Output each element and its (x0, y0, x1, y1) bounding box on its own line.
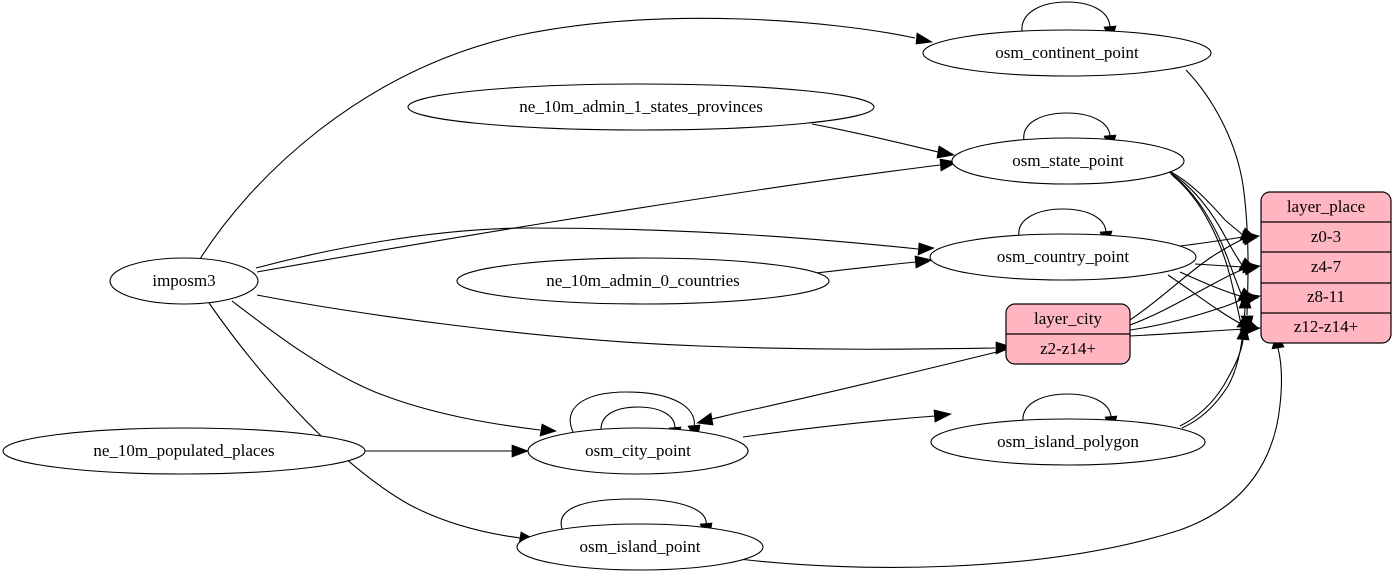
self-loop-osm-country-point (1018, 208, 1107, 238)
node-shape-ellipse[interactable] (2, 427, 366, 475)
edge-layer-city-to-layer-place-z0 (1129, 238, 1244, 321)
node-shape-ellipse[interactable] (922, 29, 1212, 77)
node-imposm3[interactable]: imposm3 (109, 257, 259, 305)
self-loop-osm-city-point-inner (600, 406, 676, 432)
layer-place-row-z8-11[interactable]: z8-11 (1307, 287, 1345, 306)
self-loop-osm-island-point (560, 498, 707, 530)
node-label: osm_city_point (585, 441, 691, 460)
layer-place-title: layer_place (1287, 197, 1365, 216)
record-node-layer: layer_city z2-z14+ layer_place z0-3 z4-7… (1005, 191, 1392, 365)
node-osm-continent-point[interactable]: osm_continent_point (922, 29, 1212, 77)
arrowhead (511, 444, 529, 458)
edge-osm-island-point-to-layer-place-z12 (738, 347, 1283, 568)
arrowhead (696, 412, 714, 426)
node-ne-10m-populated-places[interactable]: ne_10m_populated_places (2, 427, 366, 475)
edge-osm-island-polygon-to-layer-place-z8 (1181, 307, 1246, 429)
edge-ne-countries-to-osm-country-point (815, 261, 917, 274)
node-layer-city[interactable]: layer_city z2-z14+ (1005, 303, 1131, 365)
arrowhead (1242, 262, 1261, 276)
node-osm-country-point[interactable]: osm_country_point (929, 233, 1197, 281)
edge-ne-states-to-osm-state-point (811, 123, 939, 153)
self-loop-osm-state-point (1023, 112, 1111, 142)
node-shape-ellipse[interactable] (109, 257, 259, 305)
node-osm-city-point[interactable]: osm_city_point (527, 427, 749, 475)
arrowhead (1236, 323, 1250, 341)
layer-place-row-z4-7[interactable]: z4-7 (1311, 257, 1342, 276)
edge-osm-country-point-to-layer-place-z0 (1179, 236, 1244, 247)
layer-city-title: layer_city (1034, 309, 1102, 328)
node-osm-island-point[interactable]: osm_island_point (516, 523, 764, 571)
edge-osm-continent-point-to-layer-place-z12 (1185, 69, 1249, 316)
node-layer: imposm3 ne_10m_populated_places ne_10m_a… (2, 29, 1212, 571)
edge-imposm3-to-osm-state-point (256, 164, 941, 273)
edge-osm-state-point-to-layer-place-z12 (1172, 175, 1242, 325)
node-label: osm_island_polygon (997, 432, 1139, 451)
arrowhead (1238, 291, 1252, 309)
node-osm-state-point[interactable]: osm_state_point (951, 137, 1185, 185)
edge-osm-state-point-to-layer-place-z8 (1170, 173, 1243, 297)
node-shape-ellipse[interactable] (930, 418, 1206, 466)
node-label: osm_continent_point (995, 43, 1139, 62)
edge-osm-city-point-to-osm-island-polygon (742, 415, 936, 438)
edge-layer (199, 1, 1285, 568)
edge-osm-country-point-to-layer-place-z12 (1167, 274, 1244, 326)
node-label: imposm3 (152, 271, 215, 290)
arrowhead (917, 242, 935, 256)
layer-place-box[interactable] (1260, 191, 1392, 344)
arrowhead (914, 255, 934, 269)
edge-layer-city-to-layer-place-z12 (1129, 328, 1245, 337)
arrowhead (933, 409, 953, 423)
edge-osm-island-polygon-to-layer-place-z12 (1179, 339, 1244, 427)
edge-layer-city-to-layer-place-z4 (1129, 268, 1245, 326)
edge-layer-city-to-layer-place-z8 (1129, 298, 1245, 331)
edge-imposm3-to-osm-city-point (231, 300, 541, 431)
edge-imposm3-to-osm-island-point (208, 302, 521, 539)
self-loop-osm-island-polygon (1022, 393, 1112, 423)
layer-place-row-z0-3[interactable]: z0-3 (1311, 227, 1341, 246)
node-shape-ellipse[interactable] (951, 137, 1185, 185)
node-shape-ellipse[interactable] (407, 83, 875, 131)
node-shape-ellipse[interactable] (929, 233, 1197, 281)
self-loop-osm-city-point-outer (569, 391, 695, 435)
layer-place-row-z12-z14[interactable]: z12-z14+ (1294, 317, 1358, 336)
node-osm-island-polygon[interactable]: osm_island_polygon (930, 418, 1206, 466)
node-label: osm_country_point (997, 247, 1129, 266)
node-ne-10m-admin-1-states-provinces[interactable]: ne_10m_admin_1_states_provinces (407, 83, 875, 131)
edge-imposm3-to-layer-city (256, 294, 996, 350)
arrowhead (1241, 233, 1261, 246)
node-shape-ellipse[interactable] (527, 427, 749, 475)
arrowhead (539, 423, 557, 437)
node-layer-place[interactable]: layer_place z0-3 z4-7 z8-11 z12-z14+ (1260, 191, 1392, 344)
node-ne-10m-admin-0-countries[interactable]: ne_10m_admin_0_countries (456, 257, 830, 305)
edge-layer-city-to-osm-city-point (711, 349, 1006, 420)
self-loop-osm-continent-point (1021, 1, 1111, 33)
edge-osm-country-point-to-layer-place-z4 (1194, 263, 1244, 268)
node-shape-ellipse[interactable] (516, 523, 764, 571)
edge-imposm3-to-osm-country-point (255, 227, 919, 269)
arrowhead (915, 32, 934, 45)
arrowhead (936, 145, 955, 159)
node-label: ne_10m_admin_1_states_provinces (519, 97, 763, 116)
node-label: ne_10m_populated_places (93, 441, 274, 460)
node-label: ne_10m_admin_0_countries (546, 271, 740, 290)
edge-imposm3-to-osm-continent-point (199, 17, 916, 260)
edge-osm-state-point-to-layer-place-z0 (1166, 169, 1244, 236)
node-label: osm_island_point (580, 537, 701, 556)
node-shape-ellipse[interactable] (456, 257, 830, 305)
node-label: osm_state_point (1012, 151, 1124, 170)
layer-city-row-z2-z14[interactable]: z2-z14+ (1040, 339, 1096, 358)
